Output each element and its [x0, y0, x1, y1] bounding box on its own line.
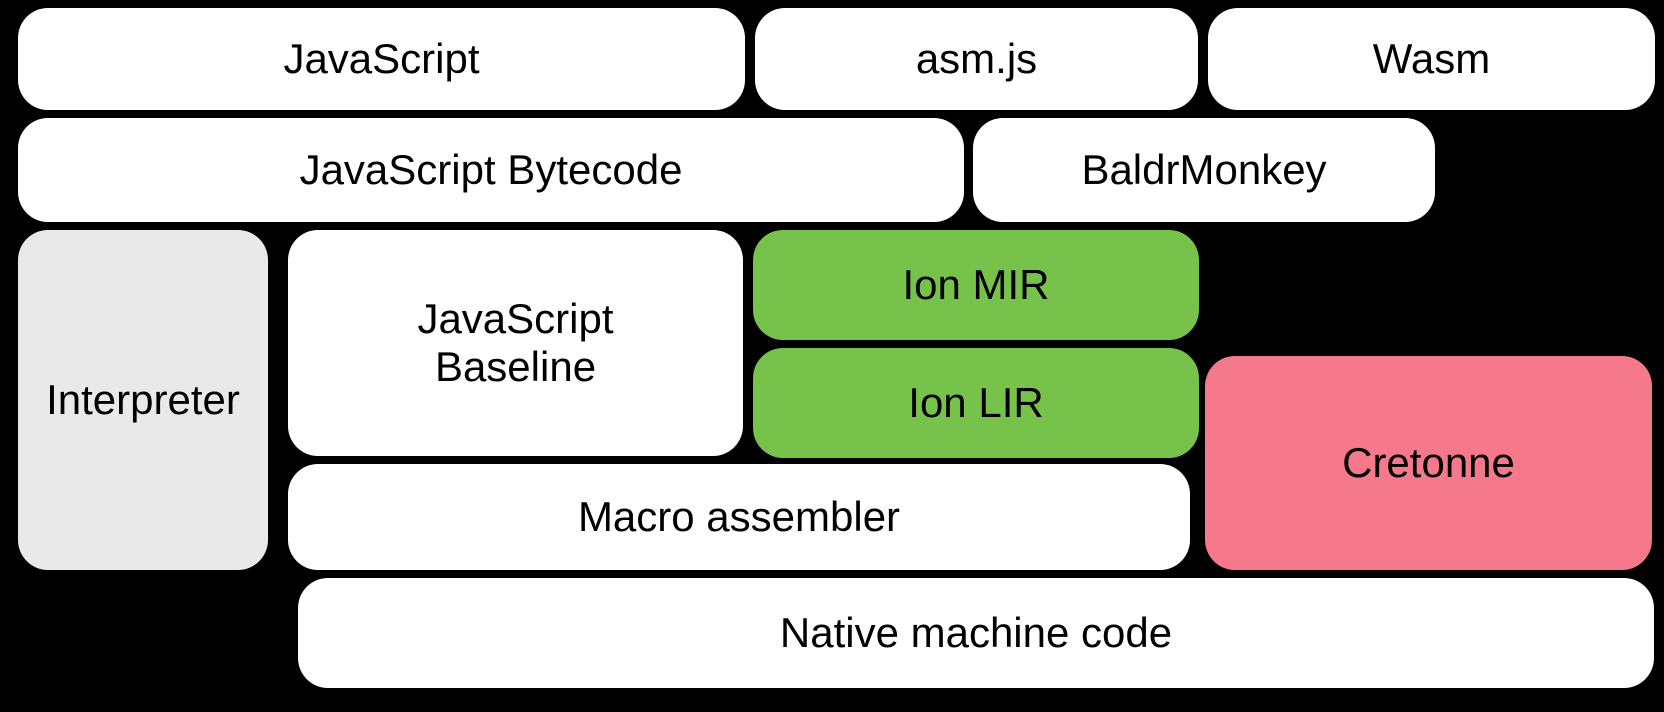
node-javascript-bytecode-label: JavaScript Bytecode	[299, 145, 683, 193]
node-ion-mir: Ion MIR	[753, 230, 1199, 340]
node-macro-assembler: Macro assembler	[288, 464, 1190, 570]
node-native-machine-code: Native machine code	[298, 578, 1654, 688]
node-ion-lir-label: Ion LIR	[908, 378, 1044, 426]
node-javascript-baseline-label: JavaScript Baseline	[417, 294, 614, 390]
node-javascript-label: JavaScript	[283, 34, 480, 82]
node-wasm: Wasm	[1208, 8, 1655, 110]
node-wasm-label: Wasm	[1372, 34, 1491, 82]
node-interpreter: Interpreter	[18, 230, 268, 570]
node-asmjs-label: asm.js	[915, 34, 1038, 82]
node-javascript: JavaScript	[18, 8, 745, 110]
node-cretonne: Cretonne	[1205, 356, 1652, 570]
node-baldrmonkey-label: BaldrMonkey	[1081, 145, 1327, 193]
node-asmjs: asm.js	[755, 8, 1198, 110]
node-ion-mir-label: Ion MIR	[902, 260, 1050, 308]
node-cretonne-label: Cretonne	[1342, 438, 1515, 486]
node-macro-assembler-label: Macro assembler	[577, 492, 901, 540]
node-baldrmonkey: BaldrMonkey	[973, 118, 1435, 222]
node-ion-lir: Ion LIR	[753, 348, 1199, 458]
node-interpreter-label: Interpreter	[46, 375, 240, 423]
node-native-machine-code-label: Native machine code	[779, 608, 1173, 656]
node-javascript-baseline: JavaScript Baseline	[288, 230, 743, 456]
node-javascript-bytecode: JavaScript Bytecode	[18, 118, 964, 222]
